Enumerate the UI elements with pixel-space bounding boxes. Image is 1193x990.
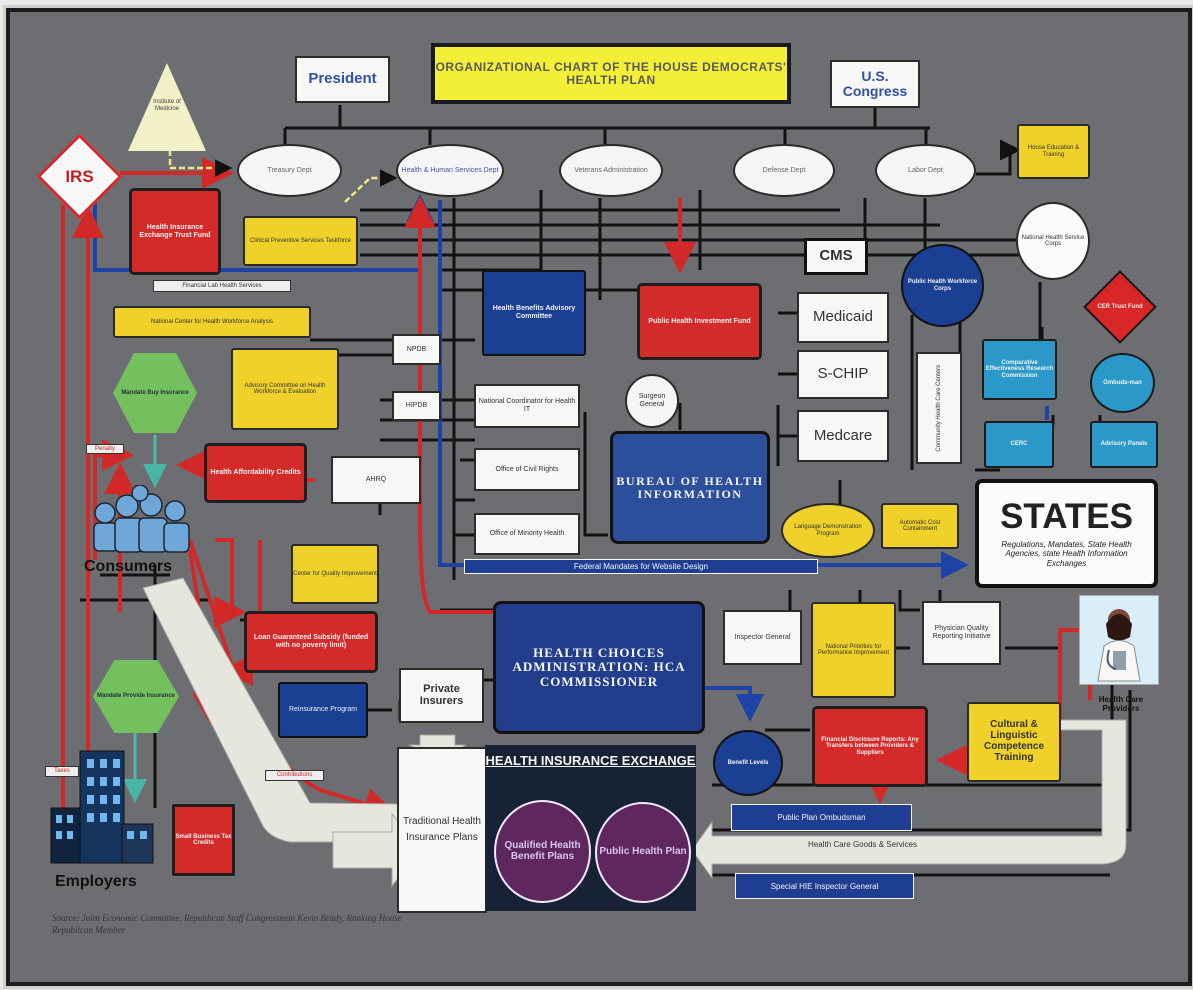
public-health-workforce-circle: Public Health Workforce Corps <box>901 244 984 327</box>
community-health-centers-box: Community Health Care Centers <box>916 352 962 464</box>
subsidy-box: Loan Guaranteed Subsidy (funded with no … <box>244 611 378 673</box>
hhs-oval: Health & Human Services Dept <box>396 144 504 197</box>
president-box: President <box>295 56 390 103</box>
center-quality-box: Center for Quality Improvement <box>291 544 379 604</box>
schip-box: S-CHIP <box>797 350 889 399</box>
qualified-plans-circle: Qualified Health Benefit Plans <box>494 800 591 903</box>
medicaid-box: Medicaid <box>797 292 889 343</box>
providers-label: Health Care Providers <box>1098 695 1144 713</box>
employers-building-icon <box>49 749 155 865</box>
hipdb-box: HIPDB <box>392 391 441 421</box>
medicare-box: Medcare <box>797 410 889 462</box>
defense-oval: Defense Dept <box>733 144 835 197</box>
ombudsman-circle: Ombuds-man <box>1090 353 1155 413</box>
consumers-icon <box>88 484 196 557</box>
hca-box: HEALTH CHOICES ADMINISTRATION: HCA COMMI… <box>493 601 705 734</box>
bureau-health-information-box: BUREAU OF HEALTH INFORMATION <box>610 431 770 544</box>
office-civil-rights-box: Office of Civil Rights <box>474 448 580 491</box>
penalty-label: Penalty <box>86 444 124 454</box>
cultural-training-box: Cultural & Linguistic Competence Trainin… <box>967 702 1061 782</box>
advisory-panels-box: Advisory Panels <box>1090 421 1158 468</box>
institute-triangle <box>128 63 206 151</box>
federal-mandates-bar: Federal Mandates for Website Design <box>464 559 818 574</box>
mandate-provide-hexagon: Mandate Provide Insurance <box>93 660 179 733</box>
treasury-oval: Treasury Dept <box>237 144 342 197</box>
providers-doctor-icon <box>1079 595 1159 685</box>
service-corps-circle: National Health Service Corps <box>1016 202 1090 280</box>
reinsurance-box: Reinsurance Program <box>278 682 368 738</box>
employers-label: Employers <box>55 873 137 890</box>
under-hhs-label: Financial Lab Health Services <box>153 280 291 292</box>
labor-oval: Labor Dept <box>875 144 976 197</box>
special-reports-bar: Special HIE Inspector General <box>735 873 914 899</box>
preventive-task-force-box: Clinical Preventive Services Taskforce <box>243 216 358 266</box>
financial-disclosure-box: Financial Disclosure Reports: Any Transf… <box>812 706 928 787</box>
ahrq-box: AHRQ <box>331 456 421 504</box>
mandate-buy-hexagon: Mandate Buy Insurance <box>113 353 197 433</box>
language-program-oval: Language Demonstration Program <box>781 503 875 558</box>
cms-box: CMS <box>804 238 868 275</box>
national-coordinator-box: National Coordinator for Health IT <box>474 384 580 428</box>
goods-services-label: Health Care Goods & Services <box>808 840 917 850</box>
workforce-analysis-box: National Center for Health Workforce Ana… <box>113 306 311 338</box>
small-business-credits-box: Small Business Tax Credits <box>172 804 235 876</box>
chart-title: ORGANIZATIONAL CHART OF THE HOUSE DEMOCR… <box>431 43 791 104</box>
traditional-plans-box: Traditional Health Insurance Plans <box>397 747 487 913</box>
states-box: STATES Regulations, Mandates, State Heal… <box>975 479 1158 588</box>
institute-label: Institute of Medicine <box>153 99 181 112</box>
public-health-plan-circle: Public Health Plan <box>595 802 691 903</box>
congress-box: U.S. Congress <box>830 60 920 108</box>
source-note: Source: Joint Economic Committee, Republ… <box>52 913 402 936</box>
cerc-box: CERC <box>984 421 1054 468</box>
trust-fund-box: Health Insurance Exchange Trust Fund <box>129 188 221 275</box>
consumers-label: Consumers <box>84 558 173 575</box>
comparative-effectiveness-box: Comparative Effectiveness Research Commi… <box>982 339 1057 400</box>
health-benefits-committee-box: Health Benefits Advisory Committee <box>482 270 586 356</box>
inspector-general-box: Inspector General <box>723 610 802 665</box>
veterans-oval: Veterans Administration <box>559 144 663 197</box>
contributions-label: Contributions <box>265 770 324 781</box>
benefit-levels-circle: Benefit Levels <box>713 730 783 796</box>
states-subtitle: Regulations, Mandates, State Health Agen… <box>1001 540 1132 568</box>
states-title: STATES <box>1000 497 1133 537</box>
house-education-box: House Education & Training <box>1017 124 1090 179</box>
public-health-fund-box: Public Health Investment Fund <box>637 283 762 360</box>
advisory-committee-box: Advisory Committee on Health Workforce &… <box>231 348 339 430</box>
office-minority-health-box: Office of Minority Health <box>474 513 580 555</box>
surgeon-general-circle: Surgeon General <box>625 374 679 428</box>
npdb-box: NPDB <box>392 334 441 365</box>
physician-quality-box: Physician Quality Reporting Initiative <box>922 601 1001 665</box>
national-priorities-box: National Priorities for Performance Impr… <box>811 602 896 698</box>
taxes-label: Taxes <box>45 766 79 777</box>
automatic-cost-box: Automatic Cost Containment <box>881 503 959 549</box>
health-affordability-credits-box: Health Affordability Credits <box>204 443 307 503</box>
ombudsman-bar: Public Plan Ombudsman <box>731 804 912 831</box>
private-insurers-box: Private Insurers <box>399 668 484 723</box>
